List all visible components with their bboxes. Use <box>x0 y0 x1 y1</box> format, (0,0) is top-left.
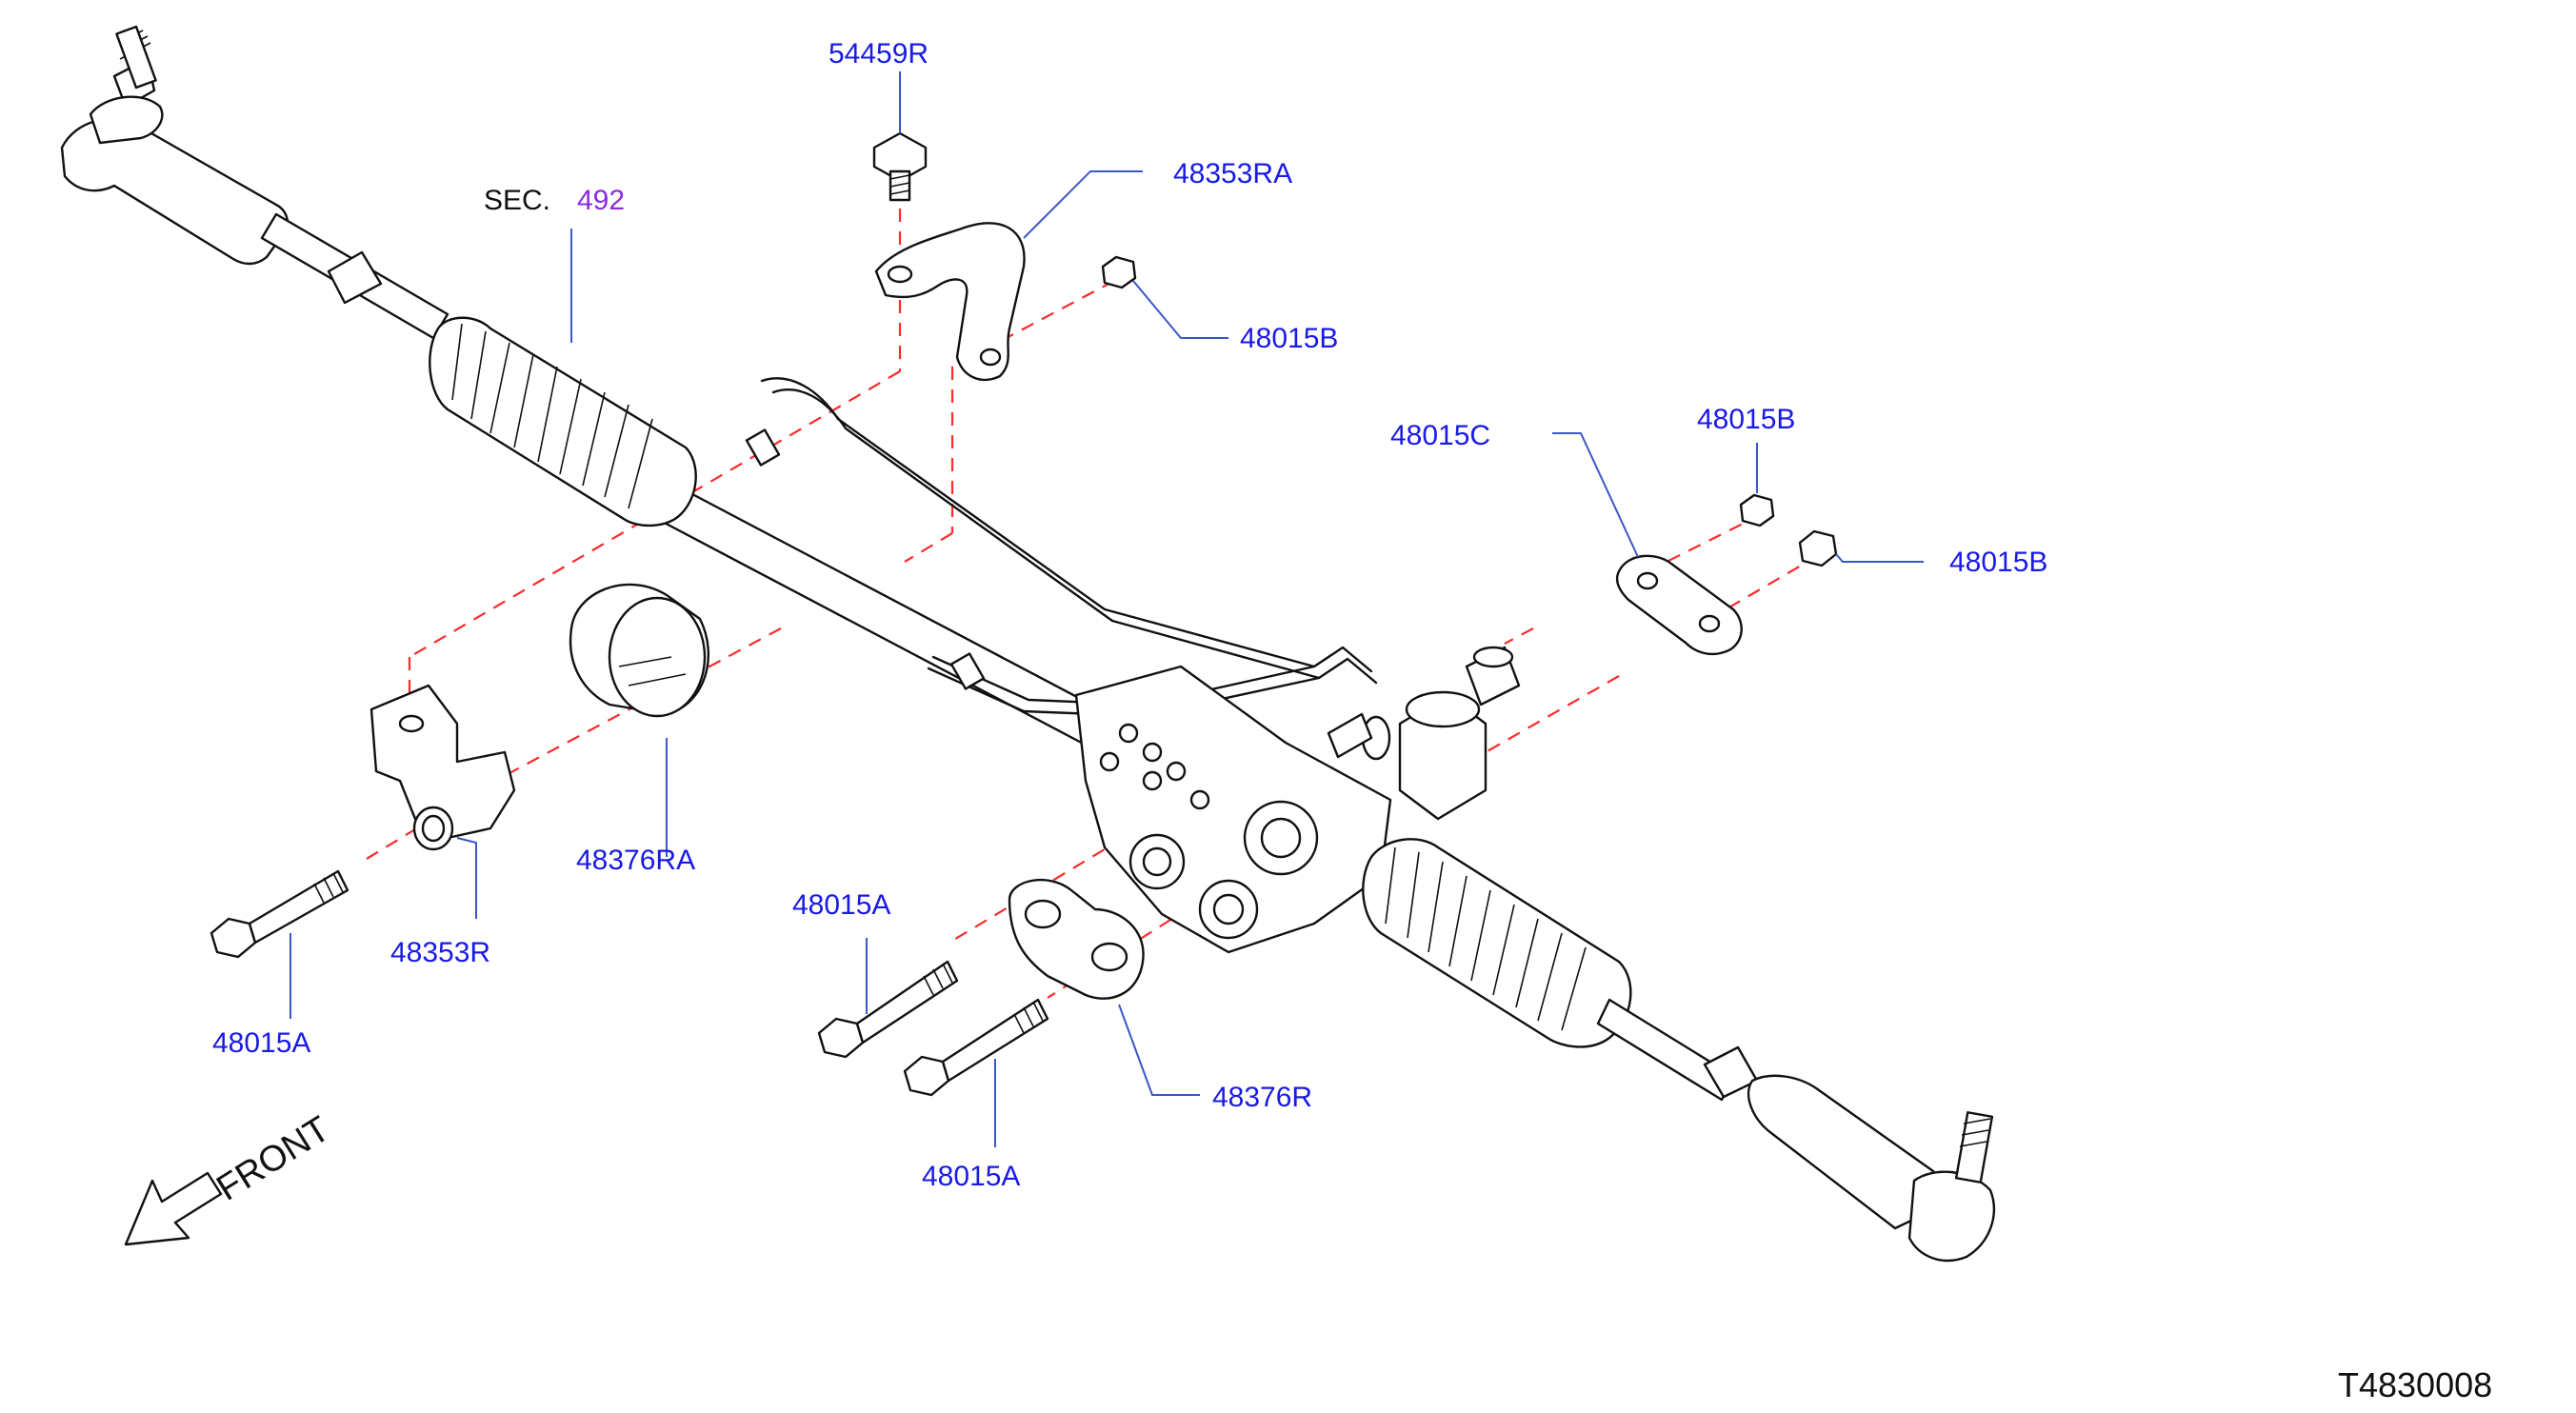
label-48353r: 48353R <box>390 937 490 968</box>
label-48376r: 48376R <box>1212 1082 1312 1113</box>
label-48015b-right: 48015B <box>1949 547 2047 578</box>
label-48015a-left: 48015A <box>212 1027 310 1059</box>
diagram-code: T4830008 <box>2338 1365 2492 1404</box>
part-labels: SEC. 492 54459R 48353RA 48015B 48015C 48… <box>212 38 2047 1192</box>
label-48015b-mid: 48015B <box>1697 404 1795 435</box>
part-bolt-48015a-center <box>817 960 959 1059</box>
label-48376ra: 48376RA <box>576 845 695 876</box>
left-boot <box>429 316 697 527</box>
front-label: FRONT <box>210 1109 337 1209</box>
label-48353ra: 48353RA <box>1173 158 1292 189</box>
label-54459r: 54459R <box>829 38 929 70</box>
part-nut-48015b-mid <box>1739 493 1775 527</box>
part-bushing-48376ra <box>569 583 709 718</box>
steering-rack-assembly <box>60 25 1995 1263</box>
part-bolt-48015a-lower <box>903 998 1049 1097</box>
part-bolt-54459r <box>872 131 928 202</box>
part-bracket-48353r <box>369 684 516 851</box>
label-48015c: 48015C <box>1390 420 1490 451</box>
part-nut-48015b-upper <box>1101 255 1137 289</box>
label-48015b-upper: 48015B <box>1240 323 1338 354</box>
label-48015a-lower: 48015A <box>922 1161 1020 1192</box>
right-tie-rod-end <box>1747 1074 1939 1230</box>
front-arrow-icon <box>124 1171 223 1246</box>
right-boot <box>1362 838 1632 1048</box>
part-gasket-48376r <box>1008 878 1145 1000</box>
section-number: 492 <box>577 185 625 216</box>
leader-lines <box>290 71 1924 1147</box>
assembly-axis-lines <box>361 186 1820 999</box>
part-plate-48015c <box>1615 554 1743 656</box>
left-tie-rod-end <box>60 117 290 266</box>
part-nut-48015b-right <box>1798 529 1838 567</box>
part-clamp-48353ra <box>874 222 1026 382</box>
section-prefix: SEC. <box>484 185 550 216</box>
part-bolt-48015a-left <box>210 869 349 959</box>
label-48015a-center: 48015A <box>792 889 890 921</box>
front-direction-indicator: FRONT <box>124 1109 337 1246</box>
